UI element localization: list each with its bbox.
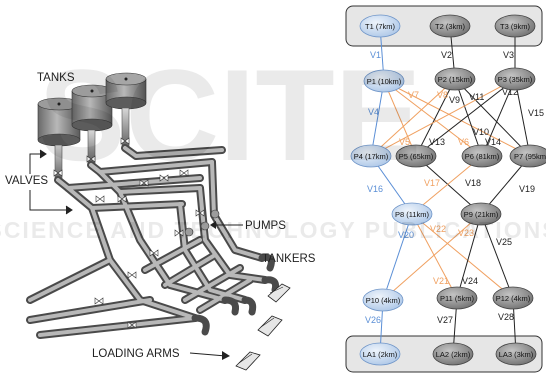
edge-label-v17: V17 <box>424 178 440 188</box>
node-la2[interactable]: LA2 (2km) <box>433 343 473 365</box>
arrow-icon <box>222 351 230 360</box>
watermark-subtext: SCIENCE AND TECHNOLOGY PUBLICATIONS <box>0 217 546 243</box>
edge-label-v19: V19 <box>519 184 535 194</box>
node-p11[interactable]: P11 (5km) <box>437 287 477 309</box>
node-label: P10 (4km) <box>366 296 401 305</box>
node-label: P3 (35km) <box>498 75 533 84</box>
edge-label-v27: V27 <box>437 315 453 325</box>
edge-label-v28: V28 <box>498 312 514 322</box>
edge-label-v3: V3 <box>503 50 514 60</box>
loading-arms-pointer-arrow <box>190 353 226 356</box>
edge-label-v24: V24 <box>462 276 478 286</box>
node-p6[interactable]: P6 (81km) <box>462 145 502 167</box>
node-t2[interactable]: T2 (3km) <box>430 15 470 37</box>
node-t3[interactable]: T3 (9km) <box>495 15 535 37</box>
edge-label-v21: V21 <box>433 276 449 286</box>
edge-label-v11: V11 <box>469 92 484 102</box>
node-la3[interactable]: LA3 (3km) <box>496 343 536 365</box>
node-label: LA3 (3km) <box>499 350 534 359</box>
node-label: P6 (81km) <box>465 152 500 161</box>
node-la1[interactable]: LA1 (2km) <box>360 343 400 365</box>
edge-label-v18: V18 <box>465 178 481 188</box>
loading-arms-label: LOADING ARMS <box>92 348 180 360</box>
node-label: P11 (5km) <box>440 294 475 303</box>
edge-label-v9: V9 <box>449 95 460 105</box>
edge-label-v26: V26 <box>365 315 381 325</box>
watermark-text: SCITE <box>39 42 422 188</box>
edge-label-v15: V15 <box>528 108 544 118</box>
node-label: T2 (3km) <box>435 22 466 31</box>
node-label: LA2 (2km) <box>436 350 471 359</box>
valve-icon[interactable] <box>95 298 103 304</box>
edge-label-v13: V13 <box>429 137 445 147</box>
valve-icon[interactable] <box>96 196 104 202</box>
edge-label-v8: V8 <box>437 90 448 100</box>
node-p3[interactable]: P3 (35km) <box>495 68 535 90</box>
tankers-label: TANKERS <box>262 253 316 265</box>
node-p2[interactable]: P2 (15km) <box>435 68 475 90</box>
tanker-ship <box>258 316 282 336</box>
node-label: T3 (9km) <box>500 22 531 31</box>
tanker-ship <box>236 352 260 370</box>
edge-label-v6: V6 <box>458 137 469 147</box>
node-label: LA1 (2km) <box>363 350 398 359</box>
edge-label-v10: V10 <box>473 127 489 137</box>
node-label: P2 (15km) <box>438 75 473 84</box>
node-p12[interactable]: P12 (4km) <box>493 287 533 309</box>
node-t1[interactable]: T1 (7km) <box>360 15 400 37</box>
tanker-ship <box>268 284 290 302</box>
node-p7[interactable]: P7 (95km <box>510 145 546 167</box>
edge-label-v2: V2 <box>441 50 452 60</box>
node-label: P12 (4km) <box>496 294 531 303</box>
node-label: T1 (7km) <box>365 22 396 31</box>
valve-icon[interactable] <box>128 272 136 278</box>
node-label: P7 (95km <box>514 152 546 161</box>
node-p10[interactable]: P10 (4km) <box>363 289 403 311</box>
